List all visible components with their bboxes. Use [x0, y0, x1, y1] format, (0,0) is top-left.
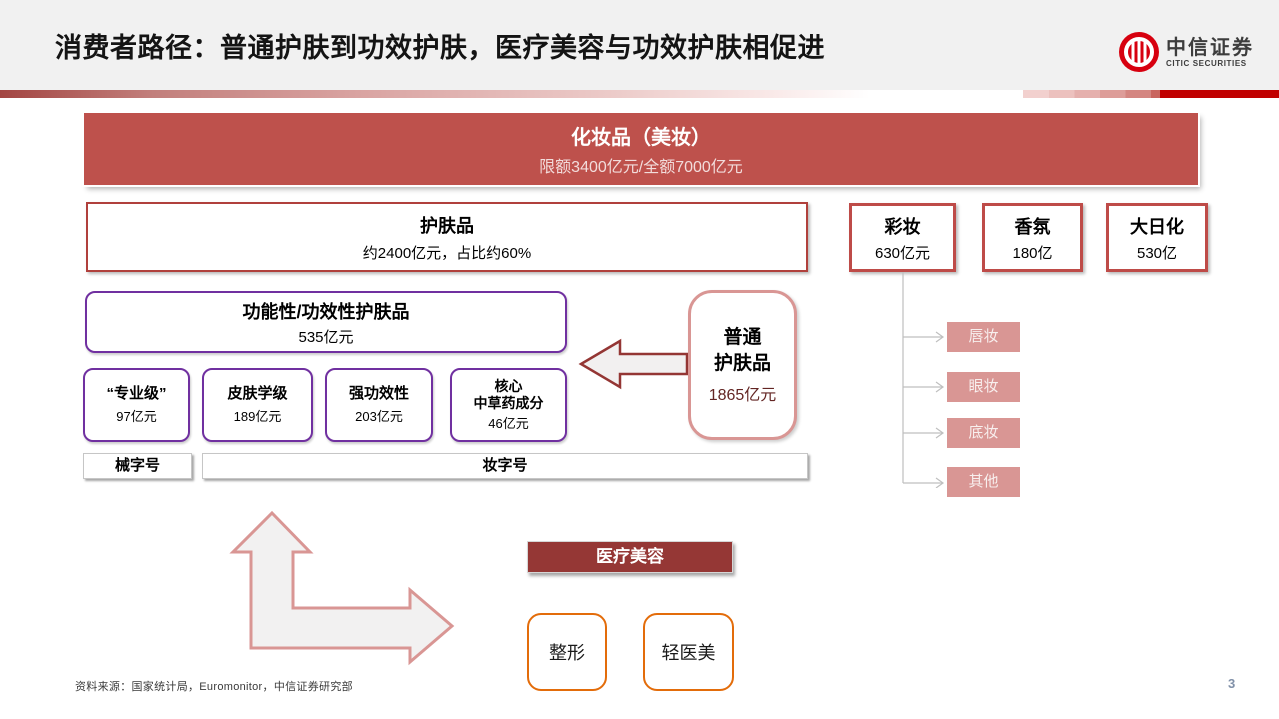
citic-logo-icon — [1119, 32, 1159, 72]
header-gradient-rule — [0, 90, 1279, 98]
cosmetics-total-value: 限额3400亿元/全额7000亿元 — [539, 159, 743, 176]
subtype-box-strong-efficacy: 强功效性 203亿元 — [325, 368, 433, 442]
makeup-subtype-eye: 眼妆 — [947, 372, 1020, 402]
ordinary-skincare-box: 普通 护肤品 1865亿元 — [688, 290, 797, 440]
ordinary-skincare-title-line2: 护肤品 — [713, 353, 771, 374]
medical-item-label: 轻医美 — [661, 643, 716, 663]
category-value: 180亿 — [1012, 244, 1053, 262]
citic-logo-text: 中信证券 CITIC SECURITIES — [1166, 37, 1254, 68]
medical-item-plastic-surgery: 整形 — [527, 613, 607, 691]
medical-item-light-medical: 轻医美 — [643, 613, 734, 691]
left-arrow-icon — [578, 338, 689, 390]
makeup-connector-lines — [902, 272, 945, 488]
makeup-subtype-other: 其他 — [947, 467, 1020, 497]
ordinary-skincare-title-line1: 普通 — [723, 327, 762, 348]
cosmetics-total-title: 化妆品（美妆） — [571, 127, 711, 149]
logo-name-en: CITIC SECURITIES — [1166, 58, 1247, 68]
header: 消费者路径：普通护肤到功效护肤，医疗美容与功效护肤相促进 中信证券 CITIC … — [0, 0, 1279, 90]
category-label: 大日化 — [1130, 216, 1184, 237]
skincare-value: 约2400亿元，占比约60% — [362, 244, 532, 262]
citic-logo: 中信证券 CITIC SECURITIES — [1118, 31, 1254, 73]
functional-skincare-title: 功能性/功效性护肤品 — [242, 301, 410, 322]
subtype-label-line2: 中草药成分 — [473, 395, 544, 411]
medical-beauty-banner: 医疗美容 — [527, 541, 733, 573]
bent-up-right-arrow-icon — [229, 510, 455, 666]
cosmetics-total-banner: 化妆品（美妆） 限额3400亿元/全额7000亿元 — [84, 113, 1198, 185]
category-box-fragrance: 香氛 180亿 — [982, 203, 1083, 272]
functional-skincare-value: 535亿元 — [298, 328, 354, 346]
subtype-box-professional: “专业级” 97亿元 — [83, 368, 190, 442]
subtype-value: 203亿元 — [355, 409, 403, 424]
subtype-box-dermatology: 皮肤学级 189亿元 — [202, 368, 313, 442]
subtype-label-line1: 核心 — [494, 378, 523, 394]
page-title: 消费者路径：普通护肤到功效护肤，医疗美容与功效护肤相促进 — [55, 33, 825, 63]
makeup-subtype-lip: 唇妆 — [947, 322, 1020, 352]
registration-label-cosmetic: 妆字号 — [202, 453, 808, 479]
subtype-value: 46亿元 — [488, 416, 529, 431]
category-box-makeup: 彩妆 630亿元 — [849, 203, 956, 272]
logo-name-cn: 中信证券 — [1166, 36, 1254, 59]
skincare-title: 护肤品 — [420, 215, 474, 236]
page-number: 3 — [1228, 676, 1236, 691]
makeup-subtype-base: 底妆 — [947, 418, 1020, 448]
category-label: 香氛 — [1014, 216, 1051, 237]
skincare-box: 护肤品 约2400亿元，占比约60% — [86, 202, 808, 272]
medical-item-label: 整形 — [549, 643, 585, 663]
subtype-label: 强功效性 — [348, 385, 409, 402]
category-value: 530亿 — [1136, 244, 1178, 262]
ordinary-skincare-value: 1865亿元 — [708, 387, 777, 404]
category-label: 彩妆 — [884, 216, 921, 237]
source-note: 资料来源：国家统计局，Euromonitor，中信证券研究部 — [75, 681, 353, 693]
category-box-daily-chemical: 大日化 530亿 — [1106, 203, 1208, 272]
registration-label-device: 械字号 — [83, 453, 192, 479]
functional-skincare-box: 功能性/功效性护肤品 535亿元 — [85, 291, 567, 353]
category-value: 630亿元 — [874, 244, 931, 262]
subtype-value: 97亿元 — [116, 409, 157, 424]
subtype-value: 189亿元 — [233, 409, 282, 424]
subtype-label: 皮肤学级 — [227, 385, 288, 402]
subtype-box-herbal: 核心 中草药成分 46亿元 — [450, 368, 567, 442]
subtype-label: “专业级” — [106, 385, 167, 402]
